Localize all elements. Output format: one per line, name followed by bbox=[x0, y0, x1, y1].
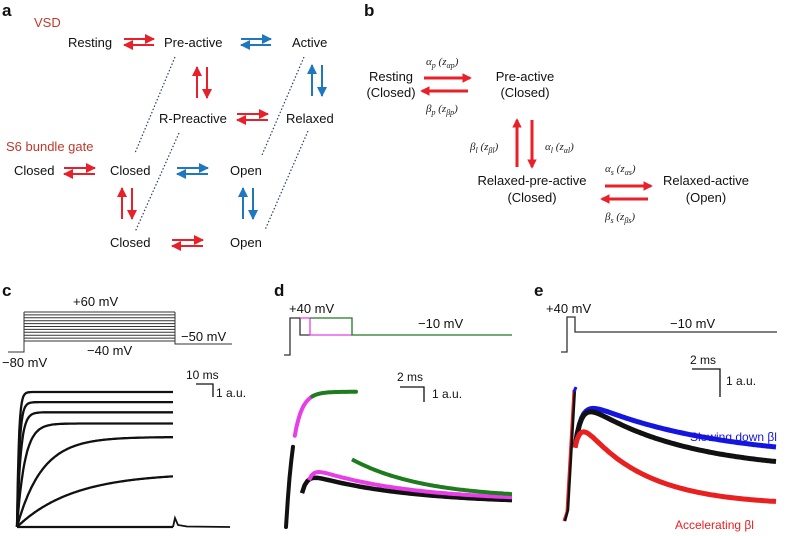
eq-arrow-gate-closed-closed bbox=[63, 163, 96, 179]
b-state-resting-line1: Resting bbox=[369, 69, 413, 84]
eq-arrow-gate-closed-open bbox=[176, 163, 209, 179]
state-r-preactive: R-Preactive bbox=[159, 111, 227, 126]
state-resting: Resting bbox=[68, 35, 112, 50]
e-rise-blue bbox=[572, 386, 578, 393]
c-trace bbox=[15, 411, 173, 528]
b-state-relaxed-active-line2: (Open) bbox=[686, 190, 726, 205]
c-protocol-hold-label: −80 mV bbox=[2, 355, 47, 370]
gate-closed-2: Closed bbox=[110, 163, 150, 178]
c-current-traces bbox=[15, 390, 231, 529]
d-protocol-post-label: −10 mV bbox=[418, 316, 463, 331]
gate-open-1: Open bbox=[230, 163, 262, 178]
coupling-dotted-lines bbox=[134, 56, 309, 233]
e-legend-fast: Accelerating βl bbox=[675, 518, 754, 532]
eq-arrow-rpreactive-relaxed bbox=[236, 109, 269, 125]
c-protocol-tail bbox=[174, 312, 232, 345]
b-state-relaxed-active-line1: Relaxed-active bbox=[663, 173, 749, 188]
panel-label-a: a bbox=[2, 1, 12, 20]
gate-closed-3: Closed bbox=[110, 235, 150, 250]
panel-b: b Resting (Closed) Pre-active (Closed) R… bbox=[364, 1, 749, 225]
panel-label-b: b bbox=[364, 1, 374, 20]
panel-e: e +40 mV −10 mV 2 ms 1 a.u. Slowing down… bbox=[534, 281, 777, 532]
rate-alpha-p: αp (zαp) bbox=[426, 56, 459, 70]
c-protocol-top-label: +60 mV bbox=[73, 294, 118, 309]
d-protocol-step-label: +40 mV bbox=[289, 301, 334, 316]
e-scale-bar bbox=[692, 368, 721, 397]
e-tail-fast-red bbox=[572, 429, 777, 504]
panel-d: d +40 mV −10 mV 2 ms 1 a.u. bbox=[274, 281, 513, 529]
rate-alpha-l: αl (zαl) bbox=[545, 141, 574, 155]
d-protocol-black bbox=[284, 317, 310, 356]
rate-beta-s: βs (zβs) bbox=[604, 211, 635, 225]
c-scale-bar bbox=[196, 383, 214, 397]
eq-arrow-active-relaxed bbox=[307, 64, 327, 97]
rate-alpha-s: αs (zαs) bbox=[605, 163, 636, 177]
d-scale-bar bbox=[400, 386, 425, 402]
e-scale-amp-label: 1 a.u. bbox=[726, 374, 756, 388]
c-trace bbox=[15, 390, 173, 528]
eq-arrow-gate-open-vertical bbox=[238, 187, 258, 220]
gate-open-2: Open bbox=[230, 235, 262, 250]
state-active: Active bbox=[292, 35, 327, 50]
b-state-resting-line2: (Closed) bbox=[366, 85, 415, 100]
e-protocol-post-label: −10 mV bbox=[670, 316, 715, 331]
state-preactive: Pre-active bbox=[164, 35, 223, 50]
c-trace bbox=[16, 475, 173, 528]
b-state-relaxed-preactive-line2: (Closed) bbox=[507, 190, 556, 205]
rate-beta-p: βp (zβp) bbox=[425, 103, 458, 117]
panel-label-e: e bbox=[534, 281, 543, 300]
d-rise-black bbox=[284, 444, 295, 529]
vsd-title: VSD bbox=[34, 15, 61, 30]
e-voltage-protocol bbox=[561, 316, 777, 353]
gate-title: S6 bundle gate bbox=[6, 139, 93, 154]
c-protocol-tail-label: −50 mV bbox=[181, 329, 226, 344]
c-trace bbox=[15, 436, 173, 528]
d-rise-magenta bbox=[292, 393, 316, 438]
d-current-traces bbox=[284, 389, 513, 529]
d-protocol-magenta bbox=[300, 317, 352, 336]
c-scale-amp-label: 1 a.u. bbox=[216, 386, 246, 400]
eq-arrow-resting-preactive bbox=[123, 34, 155, 50]
state-relaxed: Relaxed bbox=[286, 111, 334, 126]
panel-label-c: c bbox=[2, 281, 11, 300]
e-rise-black bbox=[563, 387, 577, 522]
d-protocol-green bbox=[310, 317, 512, 336]
c-protocol-hold bbox=[8, 341, 25, 353]
d-scale-amp-label: 1 a.u. bbox=[432, 387, 462, 401]
gate-closed-1: Closed bbox=[14, 163, 54, 178]
d-rise-green bbox=[310, 389, 358, 399]
panel-a: a VSD Resting Pre-active Active R-Preact… bbox=[2, 1, 334, 251]
rate-beta-l: βl (zβl) bbox=[469, 141, 499, 155]
e-tail-slow-blue bbox=[572, 405, 777, 450]
c-protocol-bottom-label: −40 mV bbox=[87, 343, 132, 358]
eq-arrow-preactive-active bbox=[240, 34, 272, 50]
d-voltage-protocol bbox=[284, 317, 512, 356]
e-protocol-step-label: +40 mV bbox=[546, 301, 591, 316]
e-scale-time-label: 2 ms bbox=[690, 353, 716, 367]
d-tail-magenta bbox=[307, 469, 513, 500]
c-scale-time-label: 10 ms bbox=[186, 368, 219, 382]
e-legend-slow: Slowing down βl bbox=[690, 430, 777, 444]
e-current-traces bbox=[562, 386, 777, 522]
eq-arrow-gate-closed-vertical bbox=[117, 187, 137, 220]
b-state-preactive-line1: Pre-active bbox=[496, 69, 555, 84]
c-trace bbox=[15, 422, 173, 528]
c-trace bbox=[15, 400, 173, 528]
d-scale-time-label: 2 ms bbox=[397, 370, 423, 384]
c-voltage-protocol bbox=[8, 311, 232, 353]
eq-arrow-preactive-rpreactive bbox=[192, 66, 212, 99]
panel-c: c +60 mV −50 mV −40 mV −80 mV 10 ms 1 a.… bbox=[2, 281, 246, 529]
b-state-preactive-line2: (Closed) bbox=[500, 85, 549, 100]
b-state-relaxed-preactive-line1: Relaxed-pre-active bbox=[477, 173, 586, 188]
d-tail-black bbox=[299, 475, 513, 503]
eq-arrow-gate-bottom bbox=[171, 235, 204, 251]
d-tail-green bbox=[351, 457, 513, 497]
e-tail-control-black bbox=[572, 409, 777, 464]
c-tail-trace bbox=[172, 515, 231, 528]
panel-label-d: d bbox=[274, 281, 284, 300]
